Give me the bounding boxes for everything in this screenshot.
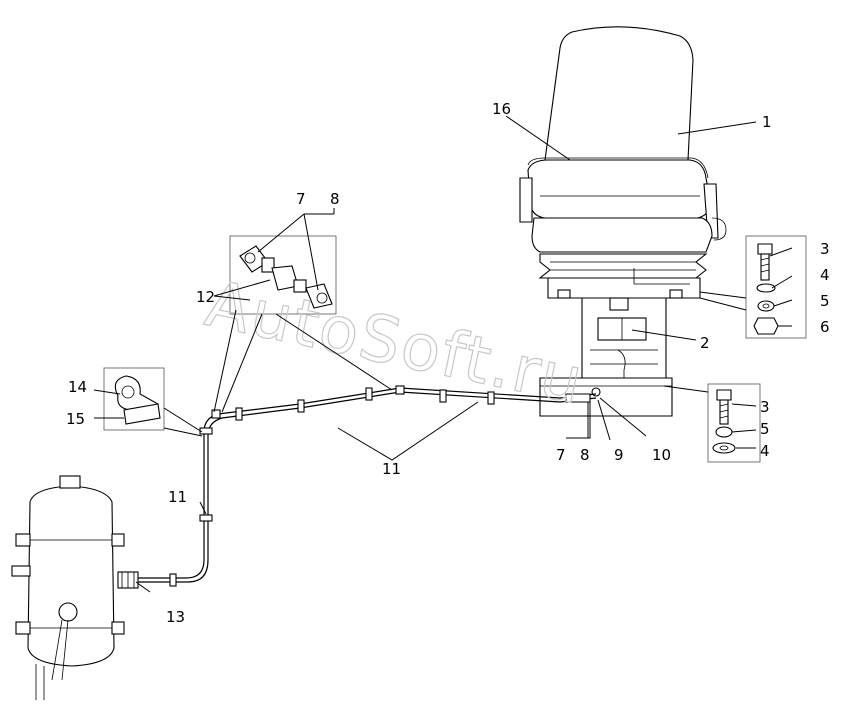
leader-lines: [93, 115, 793, 593]
callout-2: 2: [700, 334, 710, 352]
detail-fasteners-upper: [745, 235, 807, 339]
callout-labels: 1 2 3 4 5 6 3 5 4 7 8 12 14 15 16 11 11 …: [66, 100, 830, 626]
callout-1: 1: [762, 113, 772, 131]
callout-11-middle: 11: [382, 460, 401, 478]
callout-5-upper: 5: [820, 292, 830, 310]
callout-8-lower: 8: [580, 446, 590, 464]
detail-fasteners-lower: [707, 383, 761, 463]
air-hose: [136, 385, 597, 587]
callout-12: 12: [196, 288, 215, 306]
callout-16: 16: [492, 100, 511, 118]
callout-6: 6: [820, 318, 830, 336]
callout-3-upper: 3: [820, 240, 830, 258]
callout-15: 15: [66, 410, 85, 428]
callout-3-lower: 3: [760, 398, 770, 416]
callout-8-upper: 8: [330, 190, 340, 208]
callout-7-upper: 7: [296, 190, 306, 208]
detail-fittings: [229, 235, 337, 315]
callout-5-lower: 5: [760, 420, 770, 438]
callout-11-left: 11: [168, 488, 187, 506]
callout-9: 9: [614, 446, 624, 464]
callout-14: 14: [68, 378, 87, 396]
callout-13: 13: [166, 608, 185, 626]
callout-4-lower: 4: [760, 442, 770, 460]
driver-seat: [519, 26, 727, 417]
callout-4-upper: 4: [820, 266, 830, 284]
air-receiver-tank: [11, 475, 139, 700]
callout-10: 10: [652, 446, 671, 464]
detail-clamp: [103, 367, 165, 431]
watermark: AutoSoft.ru: [199, 267, 590, 419]
callout-7-lower: 7: [556, 446, 566, 464]
